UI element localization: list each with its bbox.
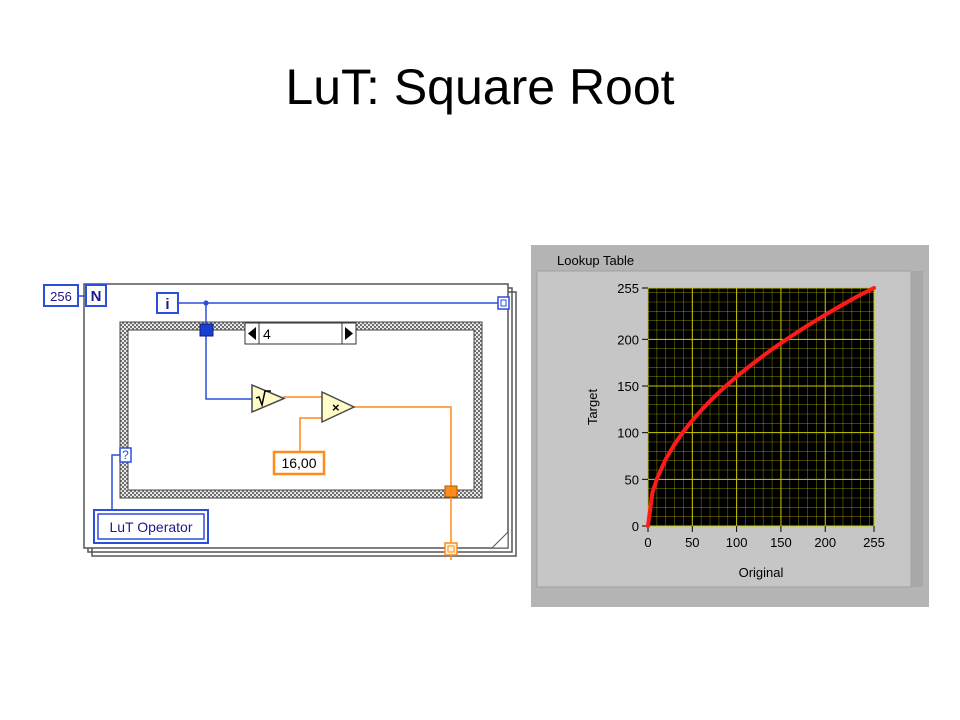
svg-text:N: N [91, 288, 102, 305]
svg-text:16,00: 16,00 [281, 455, 316, 471]
x-axis-ticks: 0 50 100 150 200 255 [644, 526, 885, 550]
svg-text:i: i [165, 296, 169, 313]
plot-area [648, 288, 874, 526]
x-tick-label: 200 [814, 535, 836, 550]
grid-lines [647, 287, 875, 527]
chart-bezel [911, 271, 923, 587]
y-tick-label: 255 [617, 281, 639, 296]
x-tick-label: 100 [726, 535, 748, 550]
lookup-table-chart: Lookup Table 0 50 100 150 200 255 0 50 100 150 20… [531, 245, 929, 607]
iteration-terminal[interactable]: i [156, 292, 179, 314]
square-root-icon [255, 390, 271, 408]
case-selector[interactable]: 4 [244, 322, 357, 345]
y-tick-label: 150 [617, 379, 639, 394]
x-tick-label: 0 [644, 535, 651, 550]
x-tick-label: 50 [685, 535, 699, 550]
svg-text:LuT Operator: LuT Operator [109, 519, 192, 535]
svg-text:?: ? [122, 448, 129, 462]
loop-bottom-tunnel[interactable] [444, 542, 458, 556]
numeric-constant[interactable]: 16,00 [272, 450, 326, 476]
increment-arrow-icon [345, 327, 353, 340]
y-tick-label: 200 [617, 332, 639, 347]
y-tick-label: 0 [632, 519, 639, 534]
svg-text:×: × [332, 400, 340, 415]
multiply-node[interactable]: × [321, 390, 356, 424]
y-tick-label: 50 [625, 472, 639, 487]
svg-text:4: 4 [263, 326, 271, 342]
y-tick-label: 100 [617, 426, 639, 441]
x-axis-label: Original [739, 565, 784, 580]
case-selector-input[interactable]: ? [119, 447, 132, 463]
loop-count-terminal[interactable]: N [85, 284, 107, 307]
chart-title: Lookup Table [557, 253, 634, 268]
case-selector-terminal[interactable] [199, 323, 214, 337]
y-axis-ticks: 0 50 100 150 200 255 [617, 281, 648, 534]
square-root-node[interactable] [251, 383, 286, 414]
y-axis-label: Target [585, 389, 600, 426]
lut-operator-control[interactable]: LuT Operator [93, 509, 209, 544]
lookup-curve [646, 286, 876, 528]
loop-count-constant[interactable]: 256 [43, 284, 79, 307]
case-output-tunnel[interactable] [444, 485, 458, 498]
decrement-arrow-icon [248, 327, 256, 340]
x-tick-label: 255 [863, 535, 885, 550]
slide-title: LuT: Square Root [285, 59, 675, 115]
svg-text:256: 256 [50, 289, 72, 304]
loop-output-tunnel[interactable] [497, 296, 510, 310]
x-tick-label: 150 [770, 535, 792, 550]
